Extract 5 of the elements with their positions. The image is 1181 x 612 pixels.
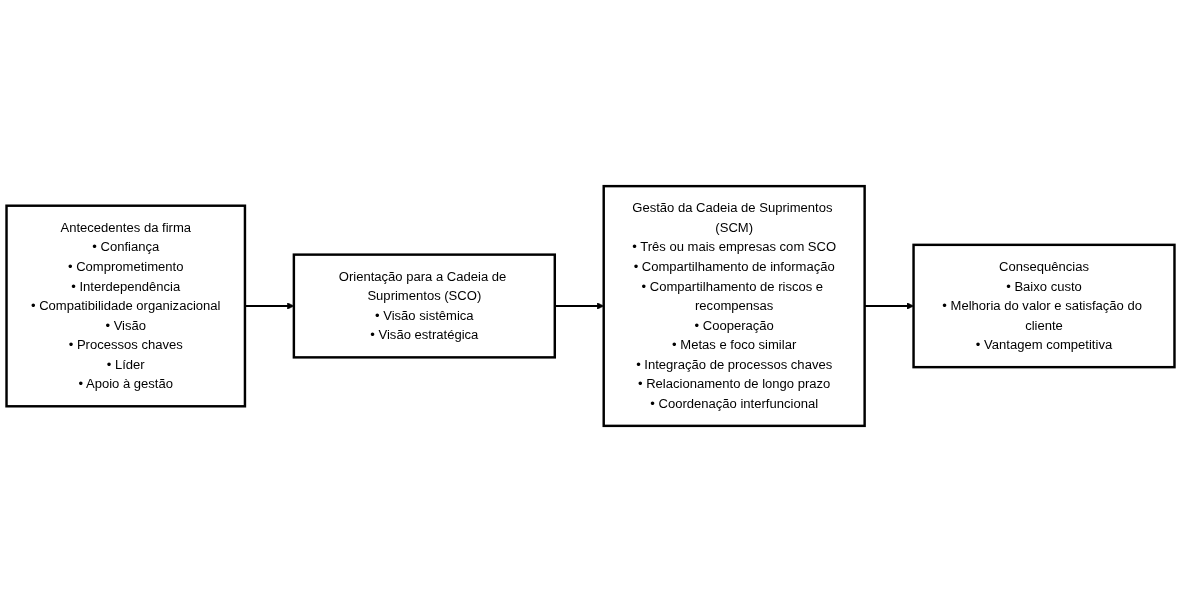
node-box: Antecedentes da firma • Confiança • Comprometimento • Interdependência • Compatibilidade organizacional • Visão • Processos chaves • Líder • Apoio à gestão: [5, 204, 247, 408]
arrow: [864, 302, 914, 310]
node-box: Consequências • Baixo custo • Melhoria do valor e satisfação do cliente • Vantagem competitiva: [912, 243, 1176, 369]
node-box: Orientação para a Cadeia de Suprimentos (SCO) • Visão sistêmica • Visão estratégica: [292, 253, 556, 359]
node-box: Gestão da Cadeia de Suprimentos (SCM) • Três ou mais empresas com SCO • Compartilhamento de informação • Compartilhamento de riscos e recompensas • Cooperação • Metas e foco similar • Integração de processos chaves • Relacionamento de longo prazo • Coordenação interfuncional: [602, 184, 866, 428]
